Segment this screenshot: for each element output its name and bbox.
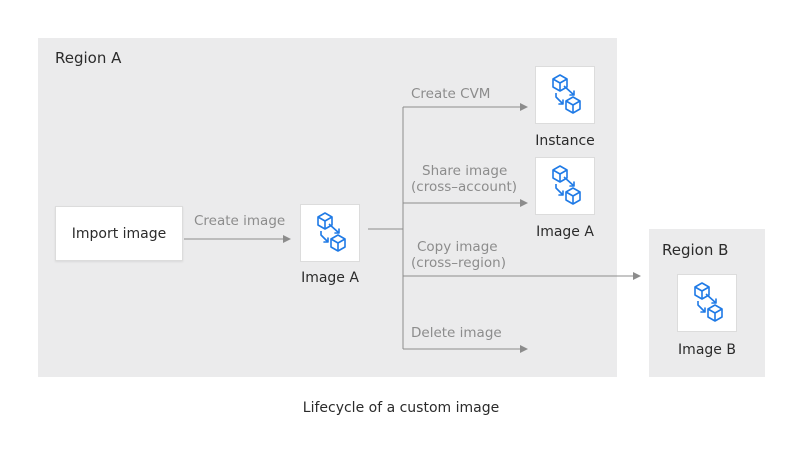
image-a-shared-label: Image A	[536, 224, 594, 240]
cube-transfer-icon	[552, 165, 581, 205]
region-a-label: Region A	[55, 49, 122, 67]
instance-label: Instance	[535, 133, 595, 149]
share-image-label: Share image	[422, 163, 508, 179]
instance-box	[535, 66, 595, 124]
image-a-center-label: Image A	[301, 270, 359, 286]
cube-transfer-icon	[552, 74, 581, 114]
cube-transfer-icon	[694, 282, 723, 322]
diagram-caption: Lifecycle of a custom image	[302, 400, 500, 416]
copy-image-label: Copy image	[417, 239, 498, 255]
delete-image-label: Delete image	[411, 325, 502, 341]
copy-image-sublabel: (cross–region)	[411, 255, 506, 271]
cube-transfer-icon	[317, 212, 346, 252]
create-image-label: Create image	[194, 213, 286, 229]
import-image-label: Import image	[71, 225, 167, 242]
share-image-sublabel: (cross–account)	[411, 179, 518, 195]
image-a-center-box	[300, 204, 360, 262]
image-a-shared-box	[535, 157, 595, 215]
image-b-label: Image B	[678, 342, 736, 358]
create-cvm-label: Create CVM	[411, 86, 491, 102]
region-b-label: Region B	[662, 241, 729, 259]
import-image-box: Import image	[55, 206, 183, 261]
image-b-box	[677, 274, 737, 332]
